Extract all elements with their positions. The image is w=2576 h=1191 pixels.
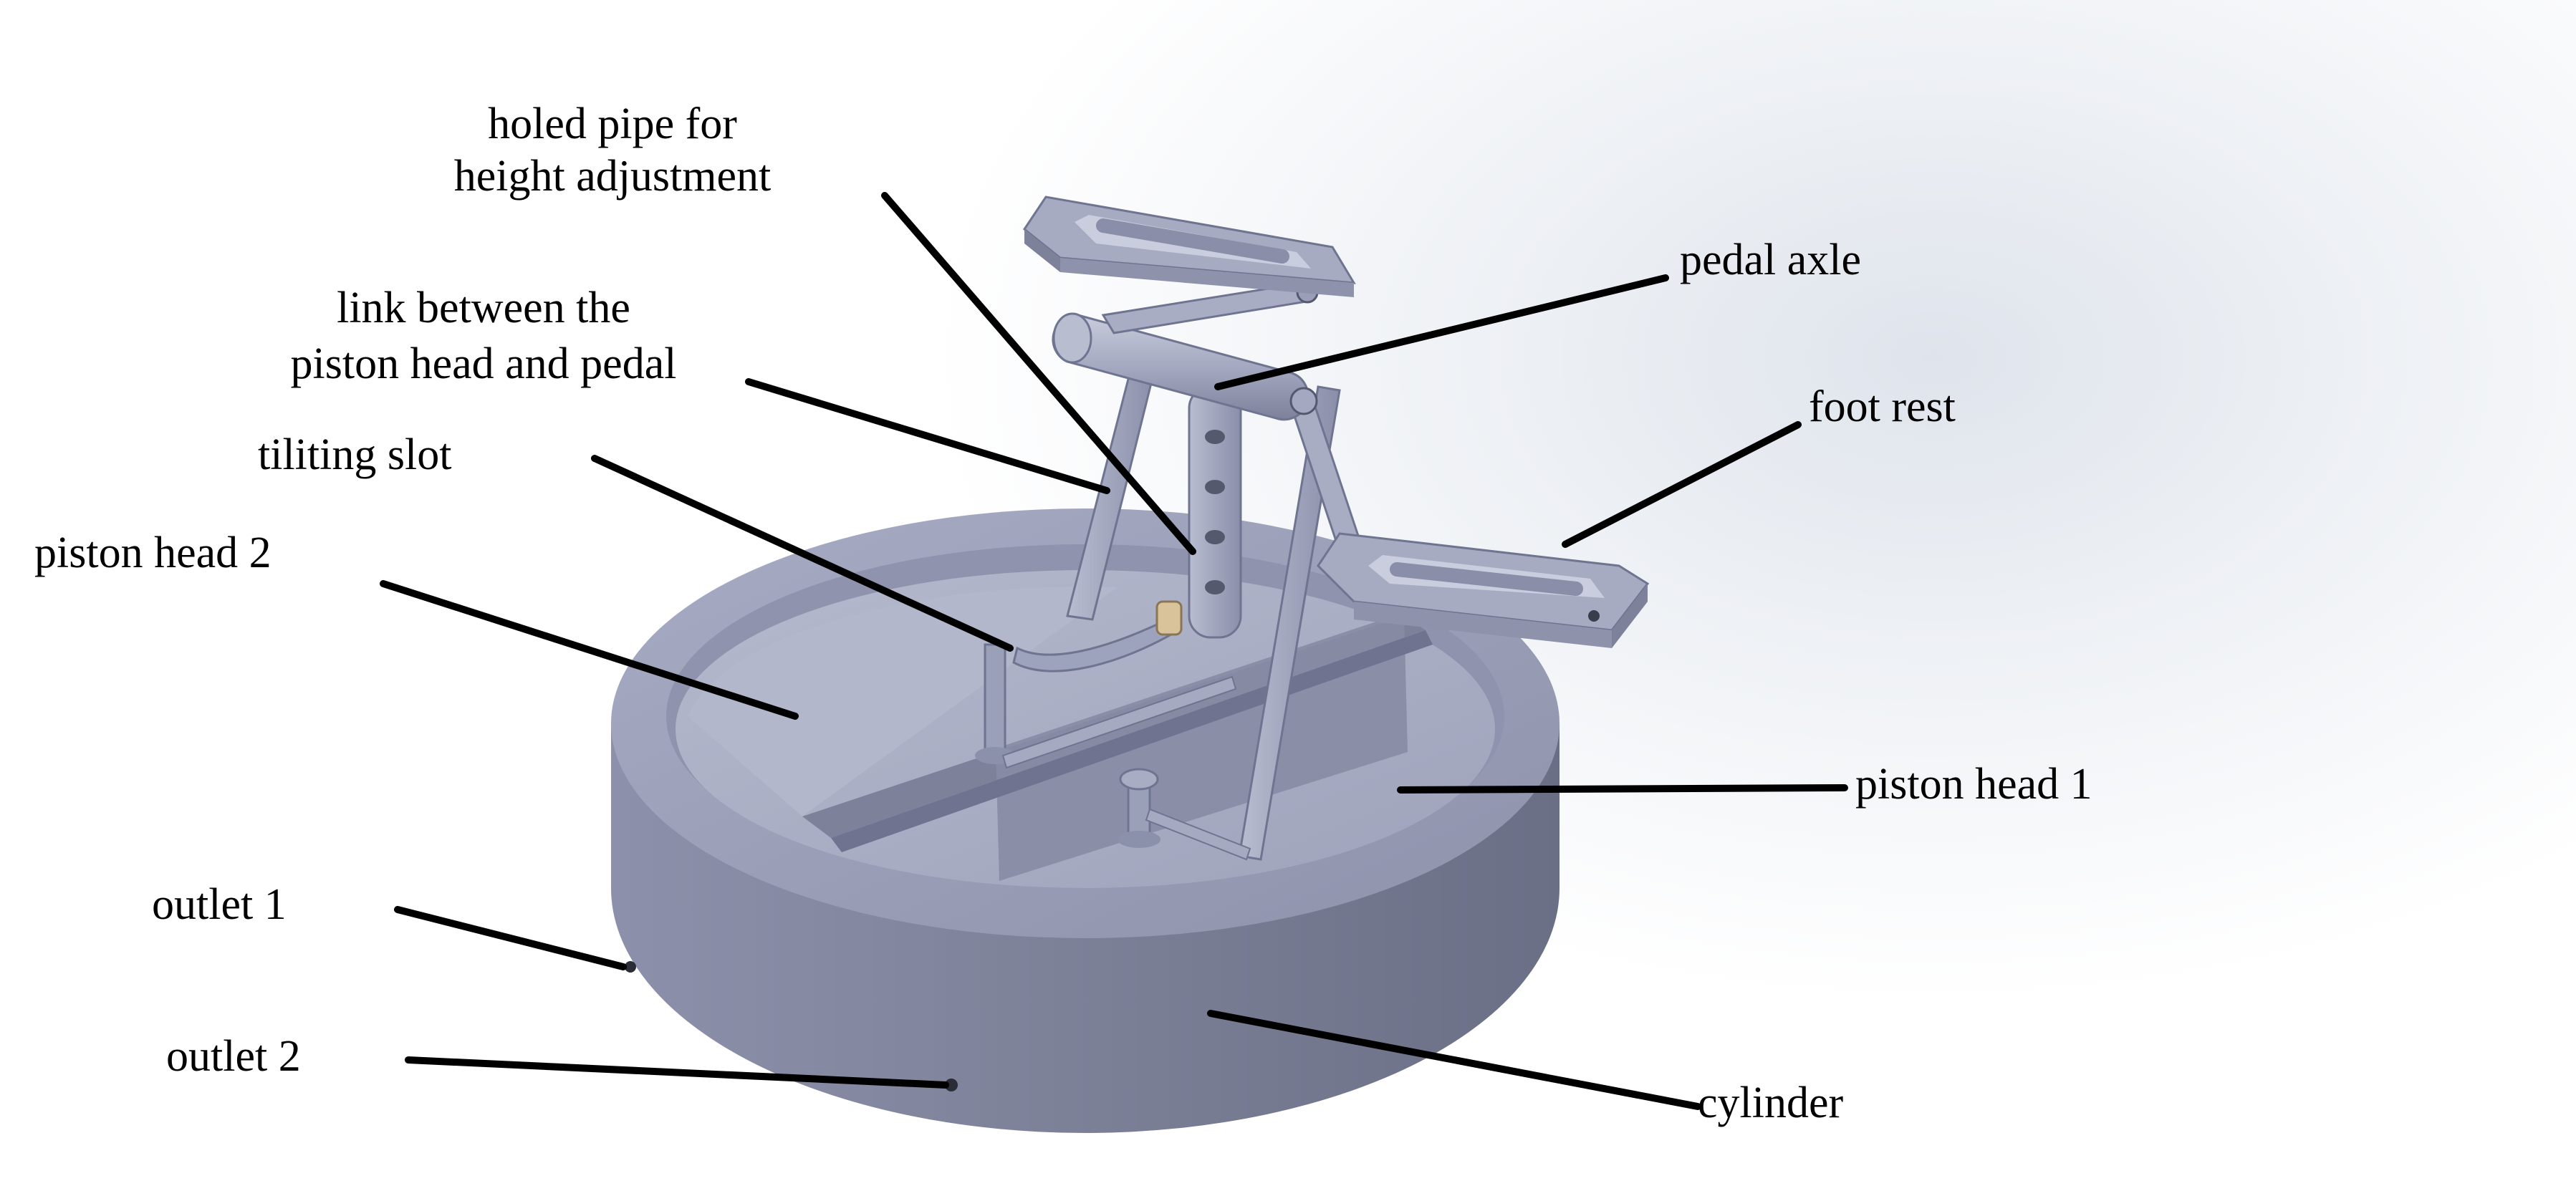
label-holed-pipe-line1: holed pipe for — [488, 100, 737, 148]
holed-pipe — [1188, 385, 1242, 639]
leader-cylinder — [1207, 1010, 1701, 1110]
outlet-2-hole — [945, 1079, 958, 1091]
leader-link — [745, 378, 1110, 494]
label-outlet-1: outlet 1 — [152, 880, 287, 929]
leader-holed-pipe — [881, 192, 1196, 555]
leader-pedal-axle — [1214, 274, 1669, 390]
bushing — [1155, 600, 1183, 636]
label-link-line2: piston head and pedal — [291, 339, 677, 388]
label-pedal-axle: pedal axle — [1680, 236, 1861, 284]
leader-piston-head-2 — [380, 580, 799, 720]
leader-foot-rest — [1562, 421, 1802, 548]
top-foot-rest — [1022, 196, 1356, 297]
label-outlet-2: outlet 2 — [166, 1032, 301, 1081]
label-tilting-slot: tiliting slot — [258, 430, 451, 479]
label-holed-pipe-line2: height adjustment — [454, 152, 772, 201]
label-piston-head-1: piston head 1 — [1855, 760, 2092, 809]
label-link-line1: link between the — [337, 284, 630, 332]
label-cylinder: cylinder — [1698, 1079, 1843, 1127]
mechanism — [975, 196, 1650, 861]
outlet-1-hole — [625, 961, 636, 973]
leader-outlet-2 — [405, 1056, 949, 1089]
leader-tilting-slot — [591, 455, 1014, 652]
callout-labels: holed pipe for height adjustment pedal a… — [34, 100, 2092, 1127]
leader-piston-head-1 — [1397, 784, 1848, 794]
label-piston-head-2: piston head 2 — [34, 529, 271, 577]
leader-outlet-1 — [394, 906, 627, 970]
label-foot-rest: foot rest — [1809, 382, 1956, 431]
right-foot-rest — [1317, 532, 1650, 648]
leader-lines — [380, 192, 1848, 1110]
